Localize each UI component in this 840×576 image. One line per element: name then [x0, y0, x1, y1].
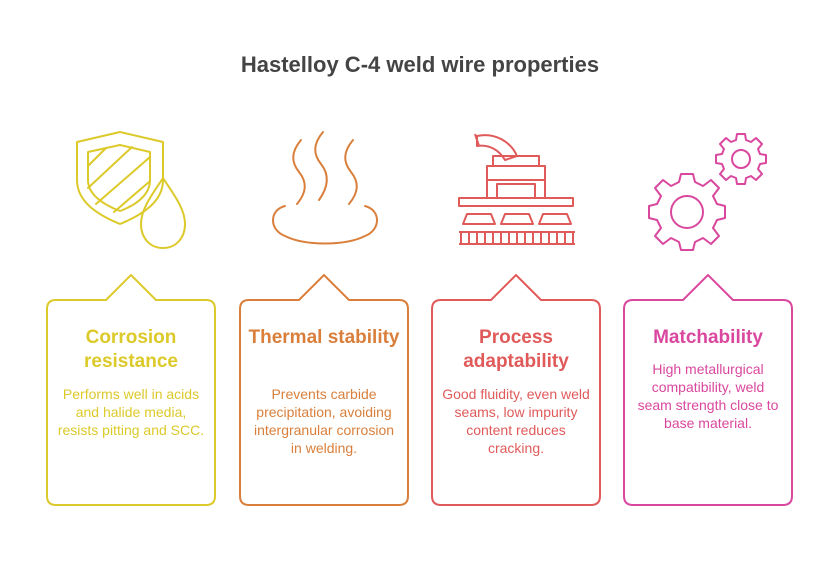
card-title: Process adaptability [463, 327, 569, 372]
card-process-adaptability: Process adaptability Good fluidity, even… [431, 274, 601, 506]
page-title: Hastelloy C-4 weld wire properties [240, 52, 600, 77]
shield-droplet-icon [76, 131, 186, 249]
card-text: Performs well in acids and halide media,… [57, 386, 205, 438]
card-frame [239, 274, 409, 506]
gears-icon [648, 133, 767, 251]
card-title: Matchability [653, 327, 763, 348]
card-thermal-stability: Thermal stability Prevents carbide preci… [239, 274, 409, 506]
card-text: Prevents carbide precipitation, avoiding… [253, 386, 395, 456]
card-text: High metallurgical compatibility, weld s… [637, 361, 779, 431]
card-title: Thermal stability [248, 327, 400, 348]
card-frame [46, 274, 216, 506]
card-title: Corrosion resistance [83, 327, 178, 372]
factory-machine-icon [458, 133, 575, 245]
heat-waves-icon [272, 131, 378, 245]
card-frame [431, 274, 601, 506]
card-matchability: Matchability High metallurgical compatib… [623, 274, 793, 506]
card-corrosion-resistance: Corrosion resistance Performs well in ac… [46, 274, 216, 506]
card-text: Good fluidity, even weld seams, low impu… [442, 386, 590, 456]
card-frame [623, 274, 793, 506]
